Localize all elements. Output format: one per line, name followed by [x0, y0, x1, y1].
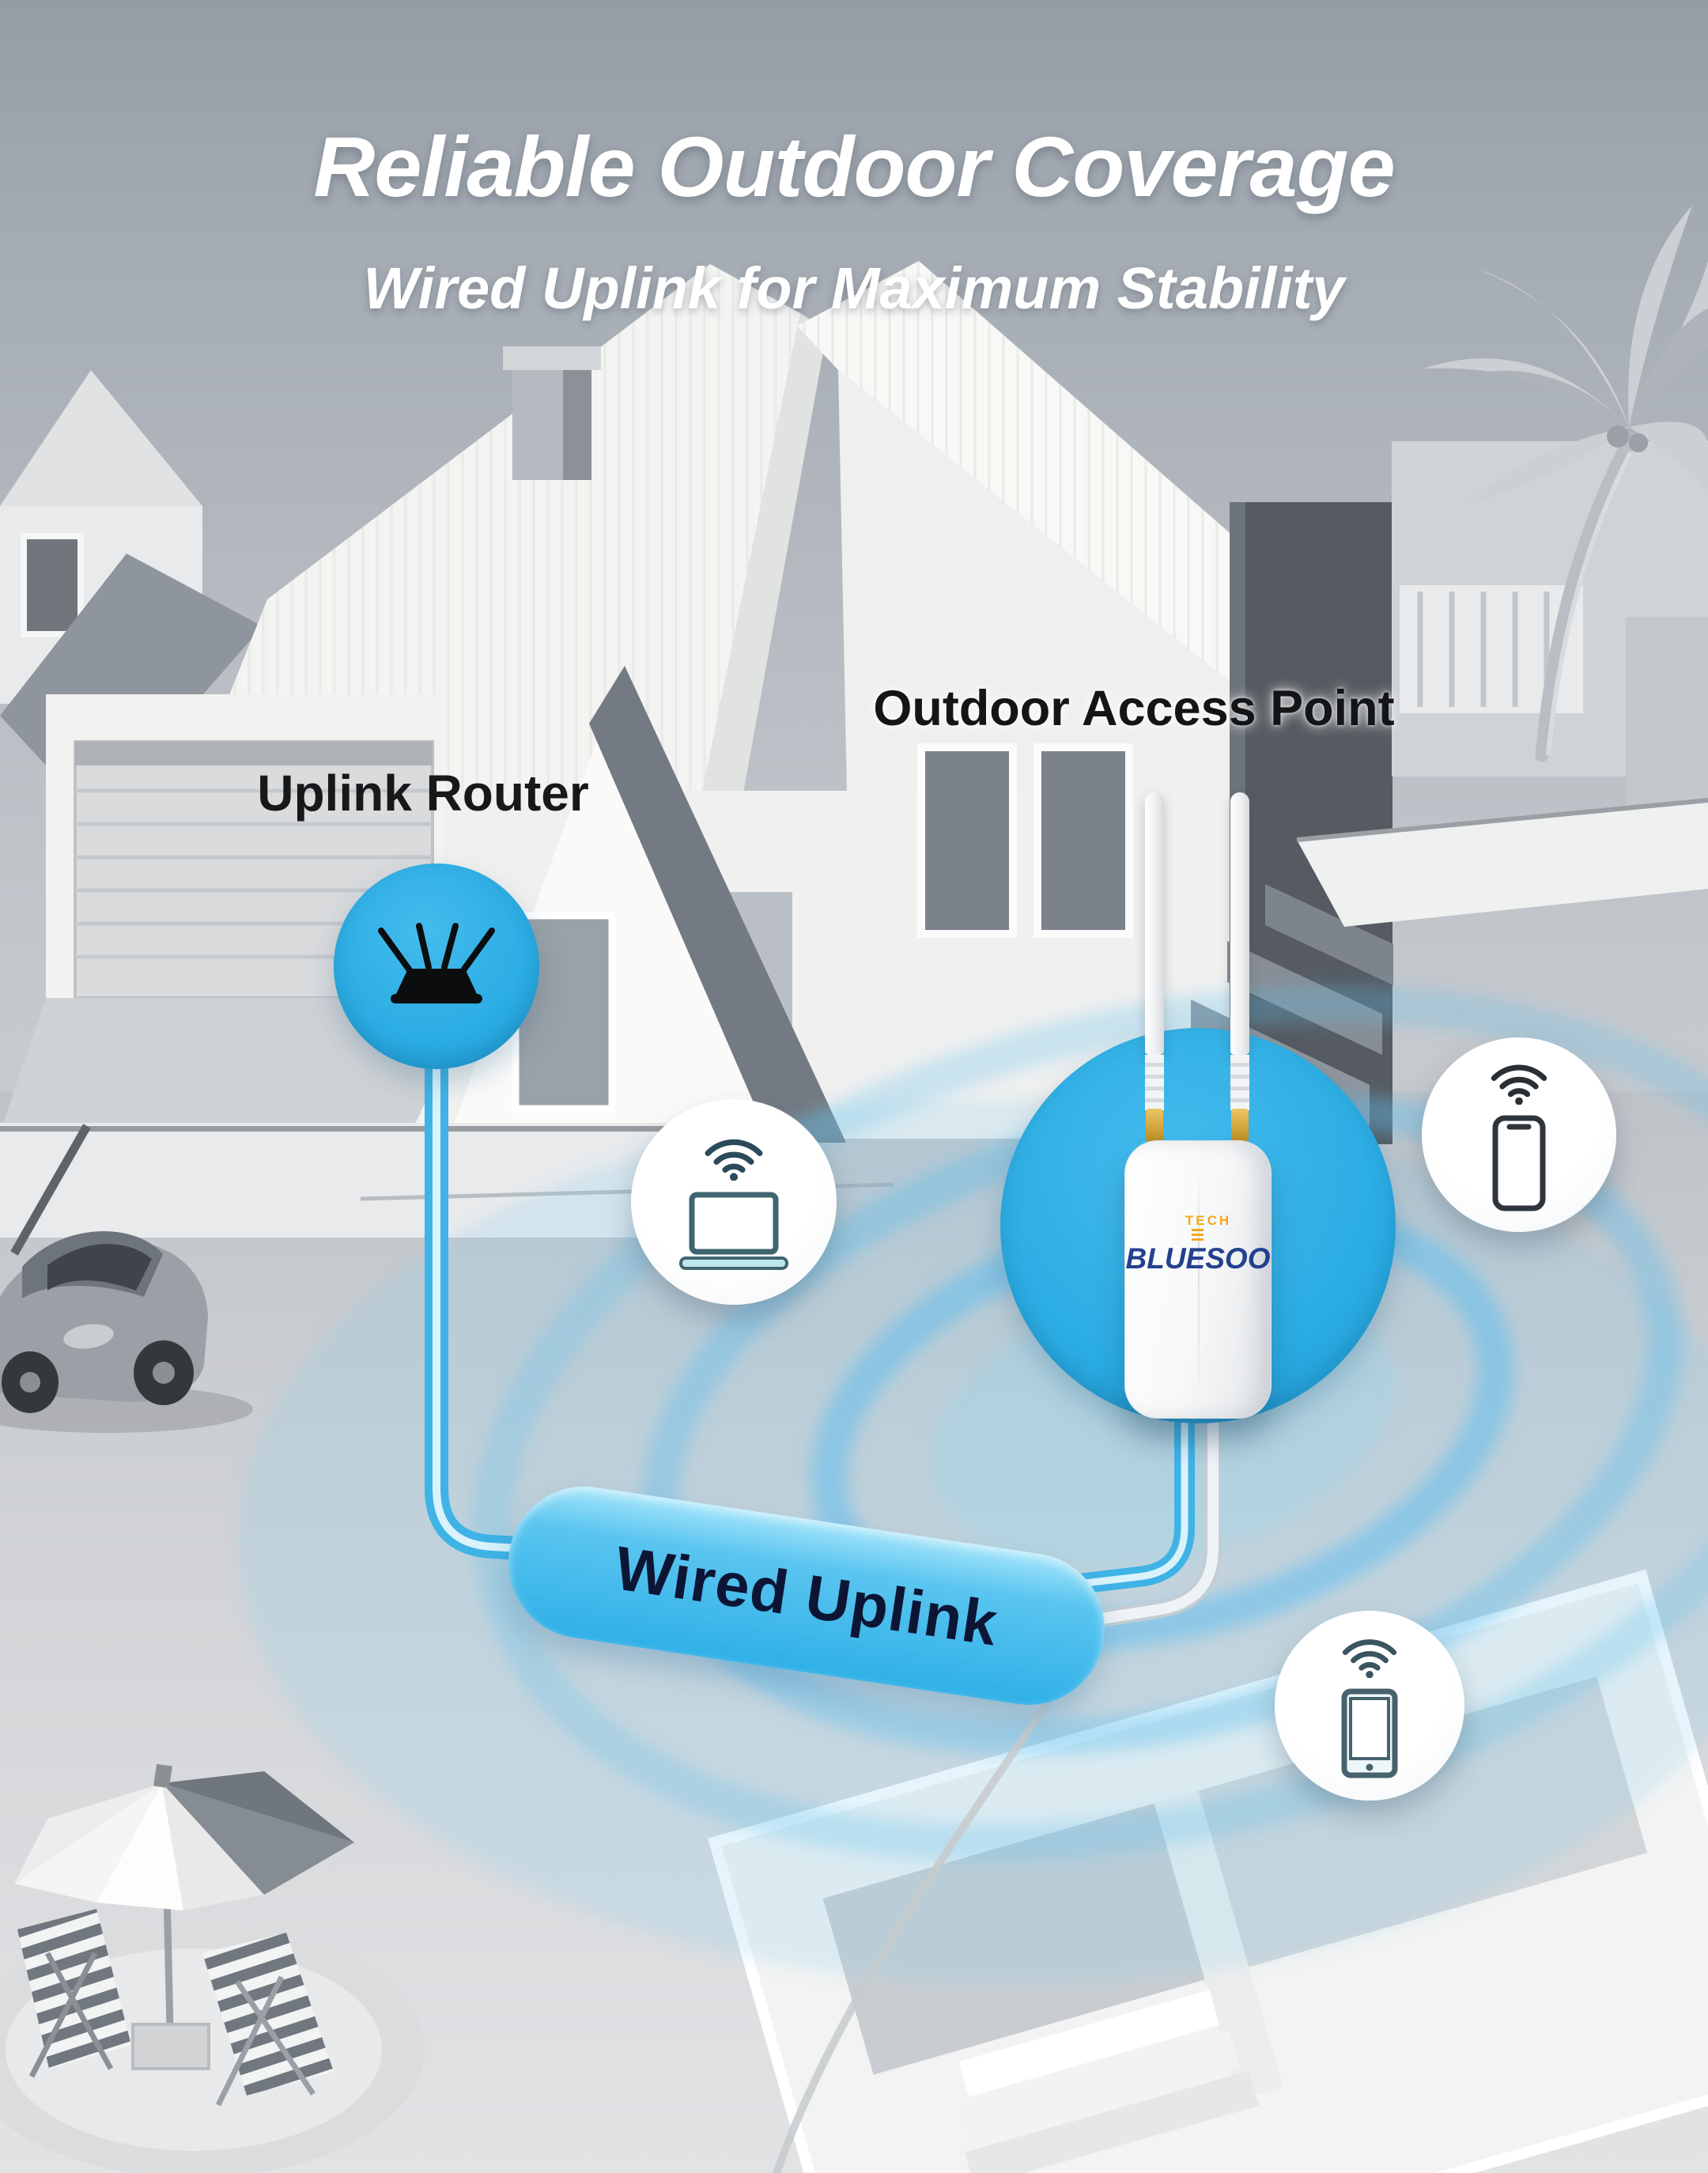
ap-brand-logo: TECH BLUESOO	[1125, 1214, 1271, 1273]
logo-speed-lines-icon	[1191, 1229, 1204, 1241]
tablet-client-node	[1275, 1611, 1464, 1801]
trench-line	[773, 1634, 1095, 2173]
tablet-icon	[1341, 1688, 1398, 1778]
wifi-signal-icon	[1342, 1639, 1397, 1678]
wifi-signal-icon	[1491, 1064, 1547, 1105]
wired-uplink-label: Wired Uplink	[610, 1532, 1003, 1659]
page-subtitle: Wired Uplink for Maximum Stability	[363, 255, 1345, 321]
palm-tree	[1423, 206, 1708, 762]
ap-antenna-right-ridge	[1230, 1055, 1249, 1110]
umbrella-and-chairs	[0, 1763, 425, 2173]
uplink-router-label: Uplink Router	[257, 765, 589, 822]
uplink-router-node	[334, 864, 539, 1069]
logo-tech-text: TECH	[1185, 1213, 1232, 1228]
ap-antenna-left-ridge	[1145, 1055, 1164, 1110]
deck-chair-left	[17, 1909, 131, 2078]
deck-chair-right	[202, 1933, 334, 2107]
page-title: Reliable Outdoor Coverage	[313, 119, 1395, 214]
ap-antenna-left	[1145, 792, 1164, 1055]
house-walls	[0, 666, 1241, 1256]
laptop-client-node	[631, 1099, 837, 1305]
ap-antenna-right	[1230, 792, 1249, 1055]
car	[0, 1231, 253, 1433]
ap-cable-blue	[1075, 1397, 1195, 1593]
ap-cable-white	[1087, 1399, 1222, 1628]
access-point-device: TECH BLUESOO	[1124, 1140, 1272, 1419]
logo-wordmark: BLUESOO	[1125, 1242, 1271, 1275]
smartphone-icon	[1492, 1115, 1546, 1211]
phone-client-node	[1422, 1037, 1616, 1232]
router-uplink-cable	[425, 1052, 556, 1562]
router-icon	[378, 923, 495, 1003]
laptop-icon	[679, 1192, 788, 1270]
ap-body-crease	[1198, 1174, 1200, 1385]
umbrella-canopy	[14, 1763, 354, 1910]
wifi-signal-icon	[705, 1139, 763, 1181]
ap-antenna-left-connector	[1146, 1109, 1163, 1142]
ap-antenna-right-connector	[1231, 1109, 1249, 1142]
chimney	[503, 346, 601, 480]
outdoor-access-point-label: Outdoor Access Point	[873, 681, 1395, 736]
